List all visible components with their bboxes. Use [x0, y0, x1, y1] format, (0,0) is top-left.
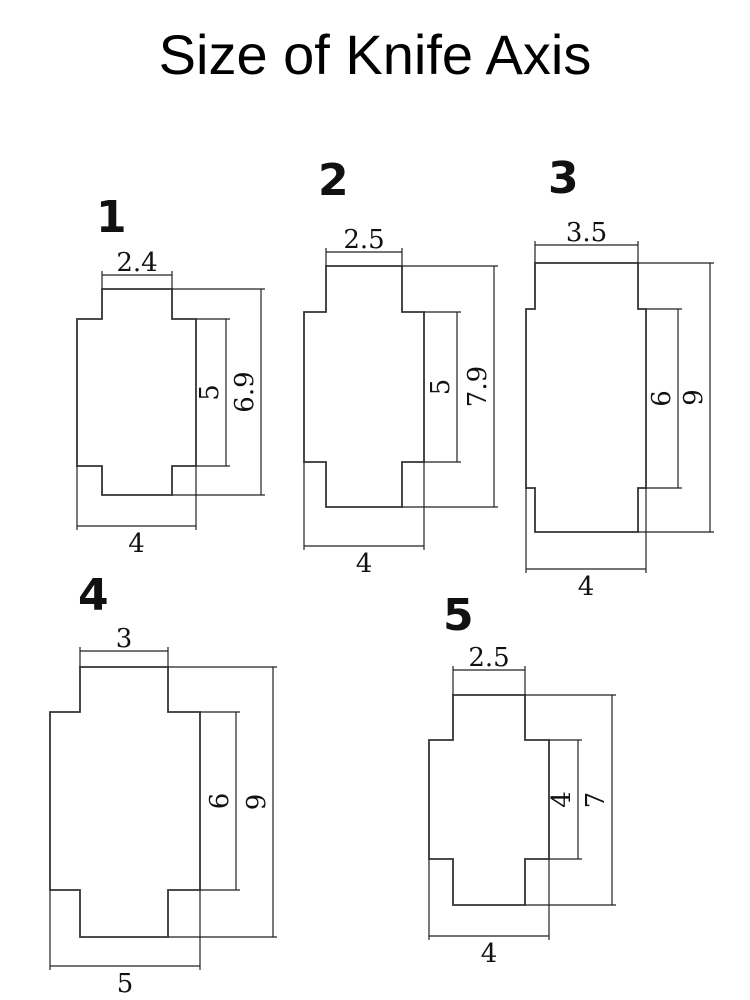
profile-outline: [303, 265, 425, 508]
outer-height-label: 7: [581, 792, 611, 809]
bottom-width-label: 5: [117, 969, 134, 999]
top-width-label: 2.5: [343, 225, 384, 255]
profile-outline: [428, 694, 550, 906]
profile-number: 3: [548, 153, 579, 204]
profile-number: 4: [78, 570, 109, 621]
outer-height-label: 6.9: [230, 371, 260, 412]
outer-height-label: 9: [242, 794, 272, 811]
profile-number: 1: [96, 192, 127, 243]
inner-height-label: 5: [426, 379, 456, 396]
top-width-label: 2.5: [468, 643, 509, 673]
knife-axis-profile-2: 2 2.5 4 5 7.9: [303, 155, 498, 579]
top-width-label: 3: [116, 624, 133, 654]
bottom-width-label: 4: [356, 549, 373, 579]
inner-height-label: 5: [195, 384, 225, 401]
knife-axis-profile-1: 1 2.4 4 5 6.9: [76, 192, 265, 559]
bottom-width-label: 4: [128, 529, 145, 559]
bottom-width-label: 4: [481, 939, 498, 969]
outer-height-label: 7.9: [463, 366, 493, 407]
top-width-label: 2.4: [116, 248, 157, 278]
inner-height-label: 6: [647, 390, 677, 407]
profile-outline: [525, 262, 647, 533]
outer-height-label: 9: [679, 389, 709, 406]
inner-height-label: 6: [205, 793, 235, 810]
profile-number: 5: [443, 590, 474, 641]
page-title: Size of Knife Axis: [158, 23, 592, 86]
profile-outline: [49, 666, 201, 938]
profile-outline: [76, 288, 197, 496]
top-width-label: 3.5: [566, 218, 607, 248]
inner-height-label: 4: [547, 791, 577, 808]
bottom-width-label: 4: [578, 572, 595, 602]
profile-number: 2: [318, 155, 349, 206]
